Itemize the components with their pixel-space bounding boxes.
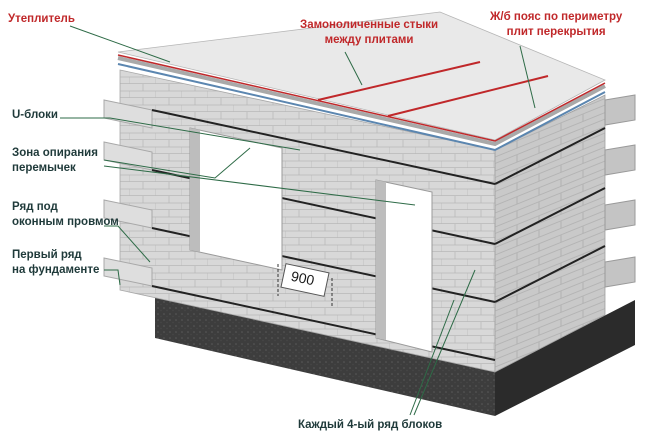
label-every-fourth-text: Каждый 4-ый ряд блоков	[298, 419, 443, 431]
label-insulation-text: Утеплитель	[8, 13, 75, 25]
insulation-strip	[117, 63, 606, 152]
right-course-4	[604, 256, 636, 288]
leader-first-row	[104, 269, 121, 286]
label-lintel-zone: Зона опирания перемычек	[12, 146, 98, 176]
leader-joints	[344, 51, 363, 86]
label-first-row: Первый ряд на фундаменте	[12, 248, 99, 278]
label-first-row-line2: на фундаменте	[12, 264, 100, 276]
label-lintel-zone-line2: перемычек	[12, 162, 76, 174]
slab-joint-1	[317, 61, 481, 101]
belt-red-edge	[117, 54, 606, 142]
label-joints: Замоноличенные стыки между плитами	[300, 18, 438, 48]
leader-u-blocks	[60, 117, 301, 151]
label-u-blocks-text: U-блоки	[12, 109, 58, 121]
right-course-3	[604, 199, 636, 231]
label-insulation: Утеплитель	[8, 12, 75, 27]
right-wall	[494, 94, 606, 373]
label-u-blocks: U-блоки	[12, 108, 58, 123]
label-under-window: Ряд под оконным провмом	[12, 200, 119, 230]
leader-under-window	[104, 225, 151, 263]
leader-every4-1	[409, 299, 455, 416]
belt-front	[117, 56, 606, 147]
label-every-fourth: Каждый 4-ый ряд блоков	[298, 418, 442, 433]
label-belt-line1: Ж/б пояс по периметру	[490, 11, 623, 23]
window-opening	[189, 127, 283, 271]
label-belt: Ж/б пояс по периметру плит перекрытия	[490, 10, 622, 40]
label-joints-line2: между плитами	[324, 34, 414, 46]
dimension-900	[277, 263, 333, 306]
leader-lines	[60, 25, 536, 416]
window-reveal	[190, 128, 200, 252]
right-course-1	[604, 94, 636, 126]
door-reveal	[376, 180, 386, 340]
leader-lintel-2	[103, 165, 416, 206]
foundation-right	[495, 300, 635, 416]
foundation-front	[155, 296, 495, 416]
leader-belt	[519, 45, 536, 109]
label-joints-line1: Замоноличенные стыки	[300, 19, 439, 31]
label-under-window-line2: оконным провмом	[12, 216, 119, 228]
slab-joint-2	[387, 75, 549, 117]
leader-lintel	[103, 147, 251, 179]
right-course-2	[604, 144, 636, 176]
label-first-row-line1: Первый ряд	[12, 249, 82, 261]
label-belt-line2: плит перекрытия	[506, 26, 606, 38]
left-course-u	[103, 99, 153, 129]
floor-slab	[117, 11, 606, 141]
leader-insulation	[69, 25, 171, 63]
label-lintel-zone-line1: Зона опирания	[12, 147, 98, 159]
leader-every4-2	[413, 269, 476, 416]
label-under-window-line1: Ряд под	[12, 201, 58, 213]
